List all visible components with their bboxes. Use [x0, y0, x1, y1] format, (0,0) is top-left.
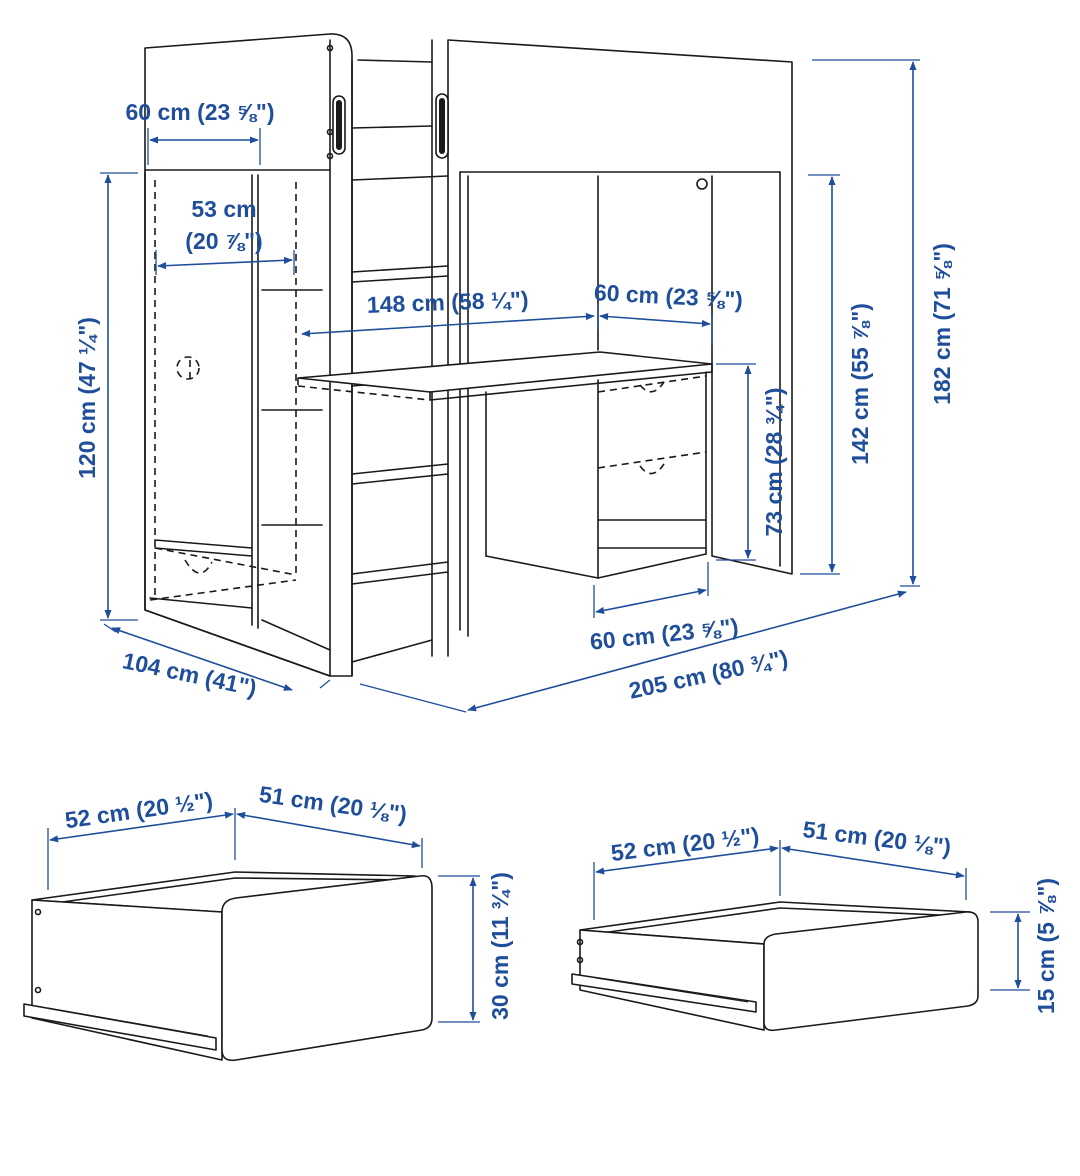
desk-height-label: 73 cm (28 ¾") — [761, 388, 787, 537]
loft-bed-illustration — [144, 33, 793, 677]
wardrobe-width-label: 60 cm (23 ⅝") — [126, 99, 275, 125]
loft-bed-dimensions: 60 cm (23 ⅝") 53 cm (20 ⅞") 148 cm (58 ¼… — [74, 59, 955, 713]
large-drawer-illustration — [23, 871, 433, 1062]
under-bed-clearance-label: 148 cm (58 ¼") — [366, 286, 529, 318]
total-length-label: 205 cm (80 ¾") — [627, 645, 791, 704]
large-drawer-depth-label: 51 cm (20 ⅛") — [258, 781, 409, 827]
bed-underside-height-label: 142 cm (55 ⅞") — [847, 303, 873, 465]
small-drawer-depth-label: 51 cm (20 ⅛") — [801, 816, 952, 860]
small-drawer-width-label: 52 cm (20 ½") — [610, 822, 761, 866]
wardrobe-height-label: 120 cm (47 ¼") — [74, 317, 100, 479]
small-drawer-illustration — [571, 901, 979, 1032]
wardrobe-inner-width-label: 53 cm — [191, 196, 256, 222]
wardrobe-inner-width-inch-label: (20 ⅞") — [185, 228, 262, 254]
small-drawer-height-label: 15 cm (5 ⅞") — [1033, 878, 1059, 1014]
large-drawer-height-label: 30 cm (11 ¾") — [487, 872, 513, 1020]
large-drawer-width-label: 52 cm (20 ½") — [63, 787, 214, 833]
desk-width-label: 60 cm (23 ⅝") — [589, 613, 740, 654]
total-height-label: 182 cm (71 ⅝") — [929, 243, 955, 405]
